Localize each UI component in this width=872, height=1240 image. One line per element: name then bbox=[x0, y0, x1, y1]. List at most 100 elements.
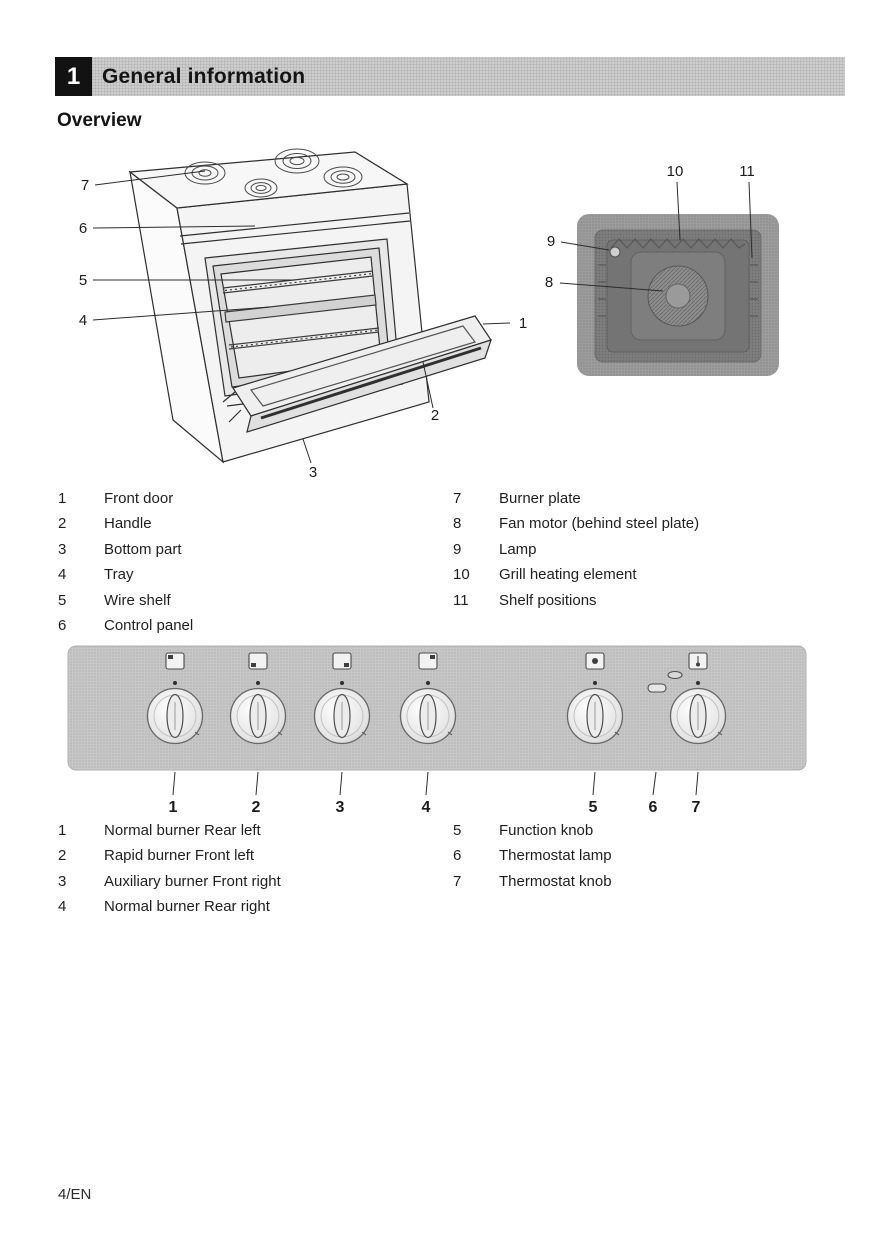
item-label: Auxiliary burner Front right bbox=[104, 872, 281, 890]
subsection-title: Overview bbox=[57, 110, 142, 131]
callout-7: 7 bbox=[81, 177, 89, 194]
panel-knobs bbox=[146, 681, 727, 745]
knob-auxiliary-burner-front-right bbox=[313, 681, 371, 745]
shelf-positions bbox=[598, 264, 758, 317]
list-item: 3 Bottom part bbox=[58, 541, 408, 566]
item-label: Wire shelf bbox=[104, 591, 171, 609]
item-number: 1 bbox=[58, 490, 67, 507]
panel-number-5: 5 bbox=[589, 799, 598, 816]
callout-9: 9 bbox=[547, 233, 555, 250]
panel-number-6: 6 bbox=[649, 799, 658, 816]
control-panel-strip bbox=[179, 212, 411, 245]
burner-front-left-icon bbox=[248, 652, 268, 670]
panel-number-4: 4 bbox=[422, 799, 431, 816]
callout-8: 8 bbox=[545, 274, 553, 291]
item-label: Handle bbox=[104, 515, 152, 533]
item-label: Bottom part bbox=[104, 540, 182, 558]
list-item: 5 Function knob bbox=[453, 822, 843, 847]
item-number: 10 bbox=[453, 566, 470, 584]
door-handle bbox=[260, 346, 482, 420]
thermostat-lamp-icon bbox=[647, 670, 683, 693]
item-number: 6 bbox=[453, 847, 462, 865]
section-title: General information bbox=[102, 64, 306, 88]
panel-number-1: 1 bbox=[169, 799, 178, 816]
item-label: Thermostat knob bbox=[499, 872, 612, 890]
item-label: Normal burner Rear left bbox=[104, 822, 261, 839]
tray bbox=[224, 294, 377, 323]
item-label: Burner plate bbox=[499, 490, 581, 507]
item-label: Control panel bbox=[104, 616, 194, 634]
knob-normal-burner-rear-right bbox=[399, 681, 457, 745]
item-label: Rapid burner Front left bbox=[104, 847, 255, 865]
grill-heating-element bbox=[610, 238, 746, 249]
callout-10: 10 bbox=[667, 163, 684, 180]
panel-number-3: 3 bbox=[336, 799, 345, 816]
list-item: 1 Normal burner Rear left bbox=[58, 822, 408, 847]
burner-rear-right-icon bbox=[418, 652, 438, 670]
wire-shelf bbox=[222, 270, 374, 294]
section-header: 1 General information bbox=[55, 57, 845, 96]
overview-diagram: 7 6 5 4 1 2 3 10 11 9 8 bbox=[79, 148, 779, 481]
knob-function bbox=[566, 681, 624, 745]
item-label: Function knob bbox=[499, 822, 594, 839]
knob-thermostat bbox=[669, 681, 727, 745]
item-number: 1 bbox=[58, 822, 67, 839]
item-label: Normal burner Rear right bbox=[104, 898, 270, 916]
list-item: 10 Grill heating element bbox=[453, 566, 843, 591]
item-number: 5 bbox=[58, 591, 67, 609]
panel-number-7: 7 bbox=[692, 799, 701, 816]
item-number: 3 bbox=[58, 872, 67, 890]
panel-callout-lines bbox=[172, 771, 699, 796]
callout-6: 6 bbox=[79, 220, 87, 237]
oven-lamp bbox=[609, 246, 621, 258]
callout-3: 3 bbox=[309, 464, 317, 481]
list-item: 6 Control panel bbox=[58, 617, 408, 642]
list-item: 3 Auxiliary burner Front right bbox=[58, 873, 408, 898]
item-label: Lamp bbox=[499, 540, 537, 558]
item-label: Front door bbox=[104, 490, 174, 507]
burner-front-right-icon bbox=[332, 652, 352, 670]
item-number: 11 bbox=[453, 591, 469, 609]
list-item: 9 Lamp bbox=[453, 541, 843, 566]
item-number: 9 bbox=[453, 540, 462, 558]
item-number: 5 bbox=[453, 822, 462, 839]
list-item: 1 Front door bbox=[58, 490, 408, 515]
item-number: 4 bbox=[58, 898, 67, 916]
panel-number-2: 2 bbox=[252, 799, 261, 816]
item-label: Tray bbox=[104, 566, 134, 584]
knob-normal-burner-rear-left bbox=[146, 681, 204, 745]
callout-2: 2 bbox=[431, 407, 439, 424]
list-item: 8 Fan motor (behind steel plate) bbox=[453, 515, 843, 540]
control-panel-diagram: 1 2 3 4 5 6 7 bbox=[67, 645, 807, 816]
thermostat-icon bbox=[688, 652, 708, 670]
burner-rear-left-icon bbox=[165, 652, 185, 670]
callout-1: 1 bbox=[519, 315, 527, 332]
item-number: 6 bbox=[58, 616, 67, 634]
oven-interior-view bbox=[577, 214, 779, 376]
item-number: 4 bbox=[58, 566, 67, 584]
item-number: 8 bbox=[453, 515, 462, 533]
panel-icons bbox=[165, 652, 708, 670]
callout-lines bbox=[92, 170, 753, 464]
callout-numbers: 7 6 5 4 1 2 3 10 11 9 8 bbox=[79, 163, 755, 481]
item-label: Grill heating element bbox=[499, 566, 637, 584]
list-item: 5 Wire shelf bbox=[58, 592, 408, 617]
list-item: 11 Shelf positions bbox=[453, 592, 843, 617]
callout-5: 5 bbox=[79, 272, 87, 289]
panel-callout-numbers: 1 2 3 4 5 6 7 bbox=[169, 799, 701, 816]
item-number: 3 bbox=[58, 540, 67, 558]
front-door bbox=[222, 315, 492, 433]
callout-11: 11 bbox=[739, 163, 755, 180]
item-label: Shelf positions bbox=[499, 591, 597, 609]
knob-rapid-burner-front-left bbox=[229, 681, 287, 745]
item-label: Fan motor (behind steel plate) bbox=[499, 515, 700, 533]
